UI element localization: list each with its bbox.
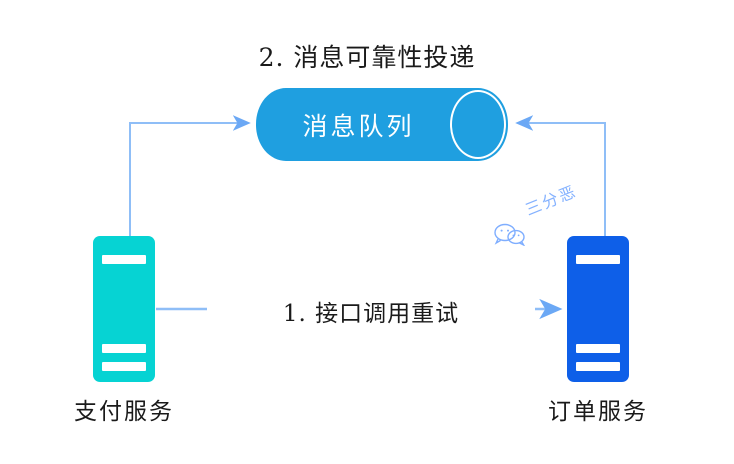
server-bar [576,362,620,371]
edge-order-to-queue [515,115,606,236]
message-queue-node[interactable]: 消息队列 [256,88,508,161]
payment-service-label: 支付服务 [74,399,174,425]
server-bar [102,362,146,371]
payment-service-node[interactable] [93,236,155,382]
server-bar [576,255,620,264]
edge-label-interface-retry: 1. 接口调用重试 [207,294,535,328]
message-queue-label: 消息队列 [302,111,415,141]
server-bar [102,255,146,264]
cylinder-cap-ellipse [450,90,506,159]
order-service-label: 订单服务 [548,399,648,425]
server-bar [576,344,620,353]
page-title: 2. 消息可靠性投递 [258,43,476,72]
server-bar [102,344,146,353]
edge-payment-to-queue [129,115,251,236]
order-service-node[interactable] [567,236,629,382]
